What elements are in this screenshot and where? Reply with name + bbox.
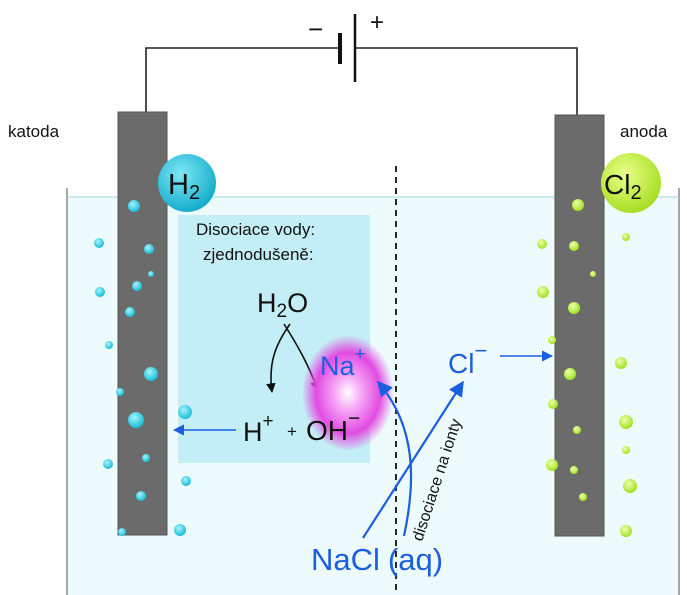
cl2-bubble — [572, 199, 584, 211]
cl2-bubble — [622, 446, 630, 454]
cl2-bubble — [623, 479, 637, 493]
cl2-gas-molecule: Cl2 — [601, 153, 661, 213]
h2-bubble — [125, 307, 135, 317]
h2-bubble — [148, 271, 154, 277]
h2-bubble — [178, 405, 192, 419]
battery: − + — [308, 9, 384, 82]
cl2-bubble — [590, 271, 596, 277]
arrow-water-to-h-plus — [266, 323, 291, 393]
anode-electrode — [554, 114, 605, 537]
cl2-bubble — [568, 302, 580, 314]
chlorine-bubbles — [537, 199, 637, 537]
cl2-bubble — [573, 426, 581, 434]
h2-bubble — [103, 459, 113, 469]
hydrogen-bubbles — [94, 200, 192, 536]
battery-minus-label: − — [308, 14, 323, 44]
cl2-bubble — [569, 241, 579, 251]
h2-bubble — [95, 287, 105, 297]
cl2-bubble — [622, 233, 630, 241]
h2-bubble — [116, 388, 124, 396]
na-plus-ion: Na+ — [320, 344, 366, 381]
h2-bubble — [144, 367, 158, 381]
water-box-title-line2: zjednodušeně: — [203, 245, 314, 264]
cl2-bubble — [546, 459, 558, 471]
arrow-nacl-to-na-plus — [376, 380, 413, 537]
h2-bubble — [128, 412, 144, 428]
cl2-bubble — [579, 493, 587, 501]
beaker — [66, 188, 680, 595]
cl2-bubble — [570, 466, 578, 474]
cl2-bubble — [564, 368, 576, 380]
cathode-label: katoda — [8, 122, 60, 141]
cl2-bubble — [548, 399, 558, 409]
h2-bubble — [94, 238, 104, 248]
cl2-gas-label: Cl2 — [604, 169, 642, 204]
cl2-gas-ball — [601, 153, 661, 213]
h2-bubble — [128, 200, 140, 212]
h2-bubble — [144, 244, 154, 254]
h2-bubble — [132, 281, 142, 291]
cl2-bubble — [619, 415, 633, 429]
h2-bubble — [181, 476, 191, 486]
cl2-bubble — [620, 525, 632, 537]
wire-right — [355, 47, 578, 115]
h2-gas-label: H2 — [168, 169, 200, 204]
cl2-bubble — [537, 286, 549, 298]
battery-plus-label: + — [370, 9, 384, 36]
cl2-bubble — [615, 357, 627, 369]
h2-bubble — [142, 454, 150, 462]
plus-sign: + — [287, 422, 297, 441]
cl2-bubble — [548, 336, 556, 344]
nacl-formula: NaCl(aq) — [311, 542, 443, 577]
h2-bubble — [136, 491, 146, 501]
h-plus-ion: H+ — [243, 411, 274, 447]
na-plus-glow — [302, 335, 394, 451]
h2-gas-ball — [158, 154, 216, 212]
wire-left — [145, 47, 338, 112]
arrow-nacl-to-cl-minus — [362, 380, 464, 539]
cl-minus-ion: Cl− — [448, 338, 487, 379]
water-box-title-line1: Disociace vody: — [196, 220, 315, 239]
cl2-bubble — [537, 239, 547, 249]
oh-minus-ion: OH− — [306, 407, 360, 446]
water-formula: H2O — [257, 288, 308, 322]
anode-label: anoda — [620, 122, 668, 141]
h2-bubble — [105, 341, 113, 349]
h2-bubble — [174, 524, 186, 536]
h2-gas-molecule: H2 — [158, 154, 216, 212]
h2-bubble — [118, 528, 126, 536]
